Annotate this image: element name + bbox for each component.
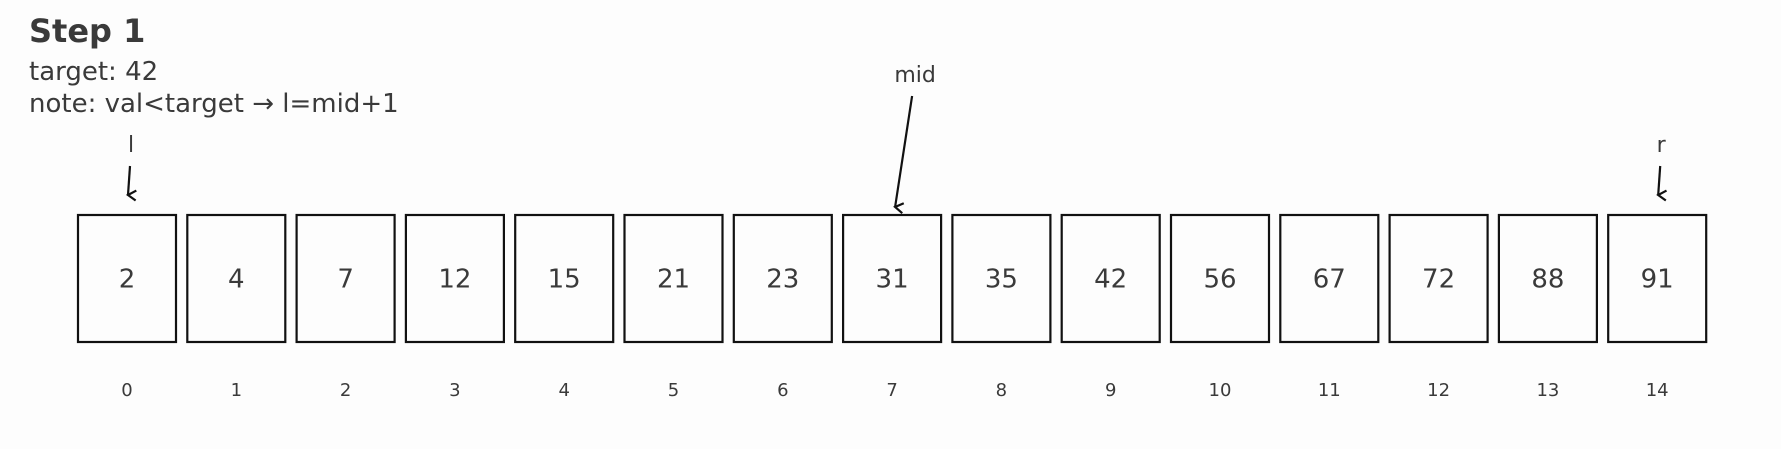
array-index-label: 0 (121, 380, 132, 401)
pointer-arrow (128, 165, 130, 195)
array-index-label: 3 (449, 380, 460, 401)
array-cell-value: 7 (337, 265, 354, 295)
array-cell: 15 4 (514, 213, 615, 401)
array-cell-value: 42 (1094, 265, 1127, 295)
array-index-label: 10 (1209, 380, 1232, 401)
array-cell-value: 72 (1422, 265, 1455, 295)
array-cell-box (1169, 213, 1271, 344)
array-index-label: 14 (1646, 380, 1669, 401)
target-text: target: 42 (29, 57, 159, 87)
array-index-label: 2 (340, 380, 351, 401)
array-cell-box (1388, 213, 1489, 344)
pointer-label: mid (894, 63, 936, 88)
array-cell-box (1497, 213, 1599, 344)
array-index-label: 9 (1105, 380, 1116, 401)
array-cell: 20 (76, 213, 178, 401)
array-index-label: 8 (996, 380, 1007, 401)
pointer-arrow (895, 95, 914, 207)
array-pointers: l mid r (128, 63, 1667, 207)
array-cell: 42 9 (1060, 213, 1161, 401)
array-cell-box (732, 213, 833, 344)
array-index-label: 4 (558, 380, 569, 401)
array-index-label: 1 (231, 380, 242, 401)
array-cell: 72 (295, 213, 396, 401)
array-cell-box (1607, 213, 1708, 344)
array-index-label: 6 (777, 380, 788, 401)
array-cell: 23 6 (732, 213, 833, 401)
array-cell: 91 14 (1607, 213, 1708, 401)
array-cell: 12 3 (404, 213, 505, 401)
array-cell: 21 5 (623, 213, 724, 401)
array-cell-box (295, 213, 396, 344)
array-cell-box (951, 213, 1052, 344)
array-cell-box (1060, 213, 1161, 344)
array-cell-box (404, 213, 505, 344)
array-index-label: 7 (886, 380, 897, 401)
array-cell-value: 23 (766, 265, 799, 295)
array-cell-box (76, 213, 178, 344)
array-cell-value: 31 (876, 265, 909, 295)
step-title: Step 1 (29, 12, 146, 50)
array-cell-value: 4 (228, 265, 245, 295)
array-cell-value: 35 (985, 265, 1018, 295)
array-cell-value: 15 (548, 265, 581, 295)
array-cell-value: 91 (1641, 265, 1674, 295)
array-cell: 72 12 (1388, 213, 1489, 401)
array-cell: 67 11 (1279, 213, 1380, 401)
array-cells: 2041721231542152363173584295610671172128… (76, 213, 1708, 401)
array-cell-value: 2 (119, 265, 136, 295)
array-cell: 56 10 (1169, 213, 1271, 401)
pointer-mid: mid (894, 63, 936, 207)
array-cell-value: 21 (657, 265, 690, 295)
note-text: note: val<target → l=mid+1 (29, 89, 399, 119)
array-cell: 88 13 (1497, 213, 1599, 401)
array-index-label: 12 (1427, 380, 1450, 401)
pointer-r: r (1657, 133, 1667, 195)
array-cell-box (841, 213, 943, 344)
array-cell-value: 88 (1531, 265, 1564, 295)
pointer-label: r (1657, 133, 1667, 158)
array-index-label: 13 (1536, 380, 1559, 401)
pointer-arrow (1658, 165, 1660, 195)
array-cell: 31 7 (841, 213, 943, 401)
array-cell-box (623, 213, 724, 344)
array-cell-box (186, 213, 287, 344)
array-cell-box (514, 213, 615, 344)
array-cell-value: 67 (1313, 265, 1346, 295)
array-cell: 35 8 (951, 213, 1052, 401)
array-cell-box (1279, 213, 1380, 344)
array-cell-value: 56 (1203, 265, 1236, 295)
array-cell: 41 (186, 213, 287, 401)
array-cell-value: 12 (438, 265, 471, 295)
array-index-label: 5 (668, 380, 679, 401)
array-index-label: 11 (1318, 380, 1341, 401)
pointer-l: l (128, 133, 134, 195)
pointer-label: l (128, 133, 134, 158)
